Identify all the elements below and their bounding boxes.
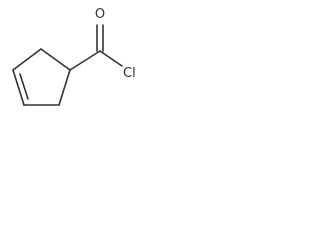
ring-bond-c1-c2 xyxy=(40,48,71,71)
cyclopentene-ring xyxy=(12,48,71,106)
ring-bond-c2-c3 xyxy=(58,69,71,106)
acyl-chloride-group: O Cl xyxy=(69,7,136,81)
molecule-structure: O Cl xyxy=(12,7,136,106)
chlorine-atom-label: Cl xyxy=(123,66,136,81)
bond-ring-to-carbonyl xyxy=(69,50,101,71)
bond-carbonyl-to-chlorine xyxy=(99,50,123,67)
ring-double-bond-inner xyxy=(19,73,29,100)
ring-bond-c5-c1 xyxy=(12,48,42,71)
ring-bond-c4-c5 xyxy=(12,69,25,106)
oxygen-atom-label: O xyxy=(95,7,105,22)
